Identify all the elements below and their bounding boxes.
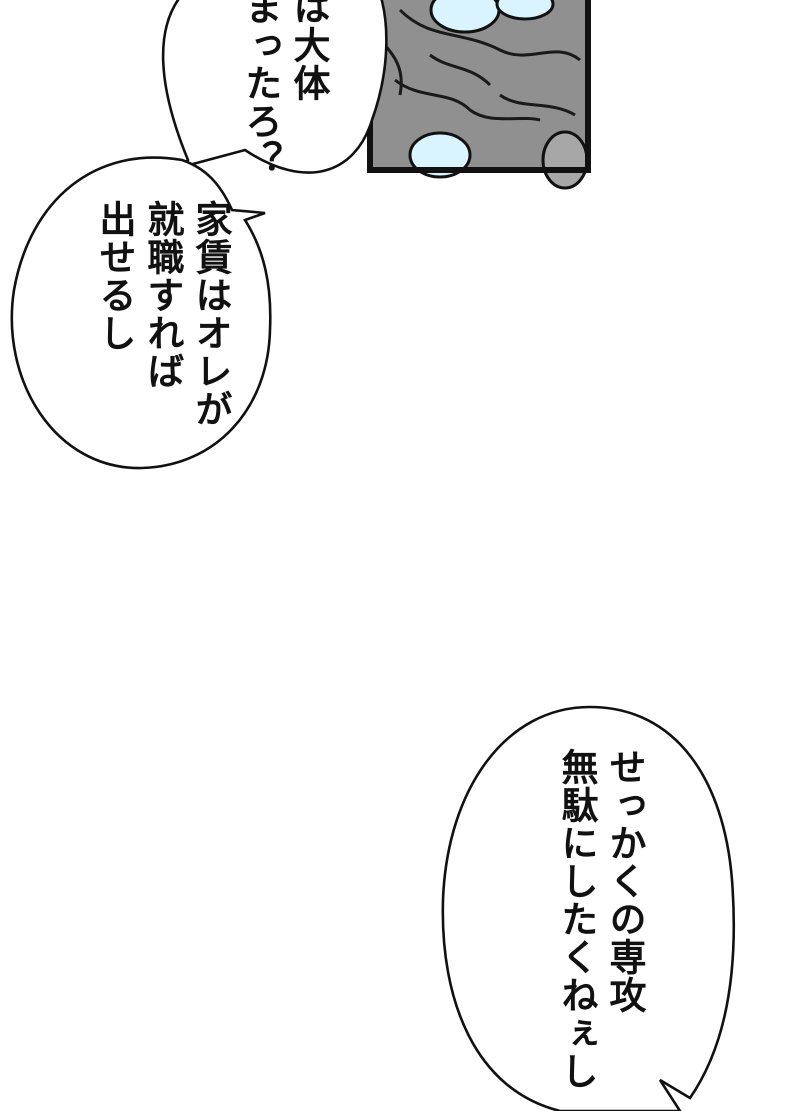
bubble-major-line-1: せっかくの専攻 <box>603 748 646 1014</box>
bubble-top-line-2: まったろ？ <box>239 0 282 178</box>
bubble-rent-line-2: 就職すれば <box>141 200 184 390</box>
panel-light-3 <box>408 131 472 179</box>
panel-shading <box>370 0 588 168</box>
manga-panel <box>367 0 591 190</box>
bubble-top-line-1: は大体 <box>287 0 330 102</box>
bubble-rent-text: 家賃はオレが 就職すれば 出せるし <box>84 200 234 428</box>
speech-bubble-rent <box>10 156 272 470</box>
speech-bubble-top <box>161 0 388 174</box>
panel-light-1 <box>429 0 501 34</box>
bubble-rent-line-3: 出せるし <box>93 200 136 352</box>
panel-linework <box>378 8 581 122</box>
panel-light-2 <box>495 0 555 21</box>
bubble-top-text: は大体 まったろ？ <box>232 0 332 178</box>
speech-bubble-major <box>441 705 736 1111</box>
bubble-major-text: せっかくの専攻 無駄にしたくねぇし <box>550 748 648 1090</box>
bubble-major-line-2: 無駄にしたくねぇし <box>555 748 598 1090</box>
panel-light-4 <box>541 130 589 190</box>
bubble-rent-line-1: 家賃はオレが <box>189 200 232 428</box>
